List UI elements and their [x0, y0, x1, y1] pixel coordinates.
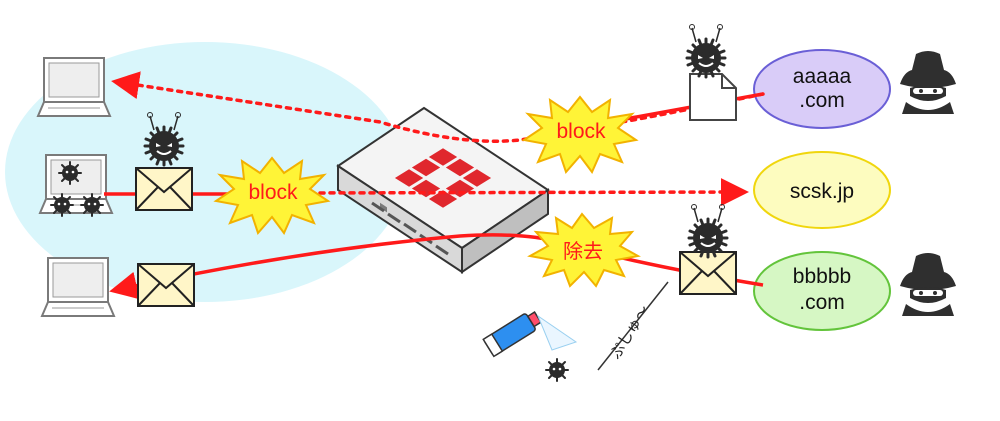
domain-b-bubble — [753, 151, 891, 229]
block-label-left: block — [248, 181, 298, 204]
virus-icon — [545, 358, 569, 382]
domain-b-label: scsk.jp — [790, 180, 854, 203]
hacker-icon — [900, 51, 956, 114]
blocked-outbound-arrow — [298, 178, 749, 207]
virus-icon — [685, 23, 727, 79]
domain-c-line2: .com — [799, 291, 845, 314]
sanitized-mail-arrow — [109, 233, 764, 300]
burst-icon — [521, 95, 639, 174]
domain-a-bubble — [753, 49, 891, 129]
block-label-top: block — [556, 120, 606, 143]
burst-icon — [527, 212, 641, 288]
spray-sound-text: ぷしゅ〜 — [607, 302, 653, 362]
hacker-icon — [900, 253, 956, 316]
document-icon — [689, 73, 737, 121]
domain-a-line1: aaaaa — [793, 65, 852, 88]
laptop-icon — [37, 57, 111, 117]
infected-envelope-icon — [135, 167, 193, 211]
virus-icon — [687, 203, 729, 259]
laptop-icon — [41, 257, 115, 317]
remove-label: 除去 — [563, 240, 603, 263]
domain-c-line1: bbbbb — [793, 265, 851, 288]
infected-laptop-icon — [39, 154, 113, 217]
domain-a-line2: .com — [799, 89, 845, 112]
clean-envelope-icon — [137, 263, 195, 307]
spray-can-icon — [482, 311, 542, 358]
spray-stroke-line — [597, 281, 669, 371]
domain-c-bubble — [753, 251, 891, 331]
spray-mist — [536, 314, 578, 351]
burst-icon — [213, 156, 331, 235]
